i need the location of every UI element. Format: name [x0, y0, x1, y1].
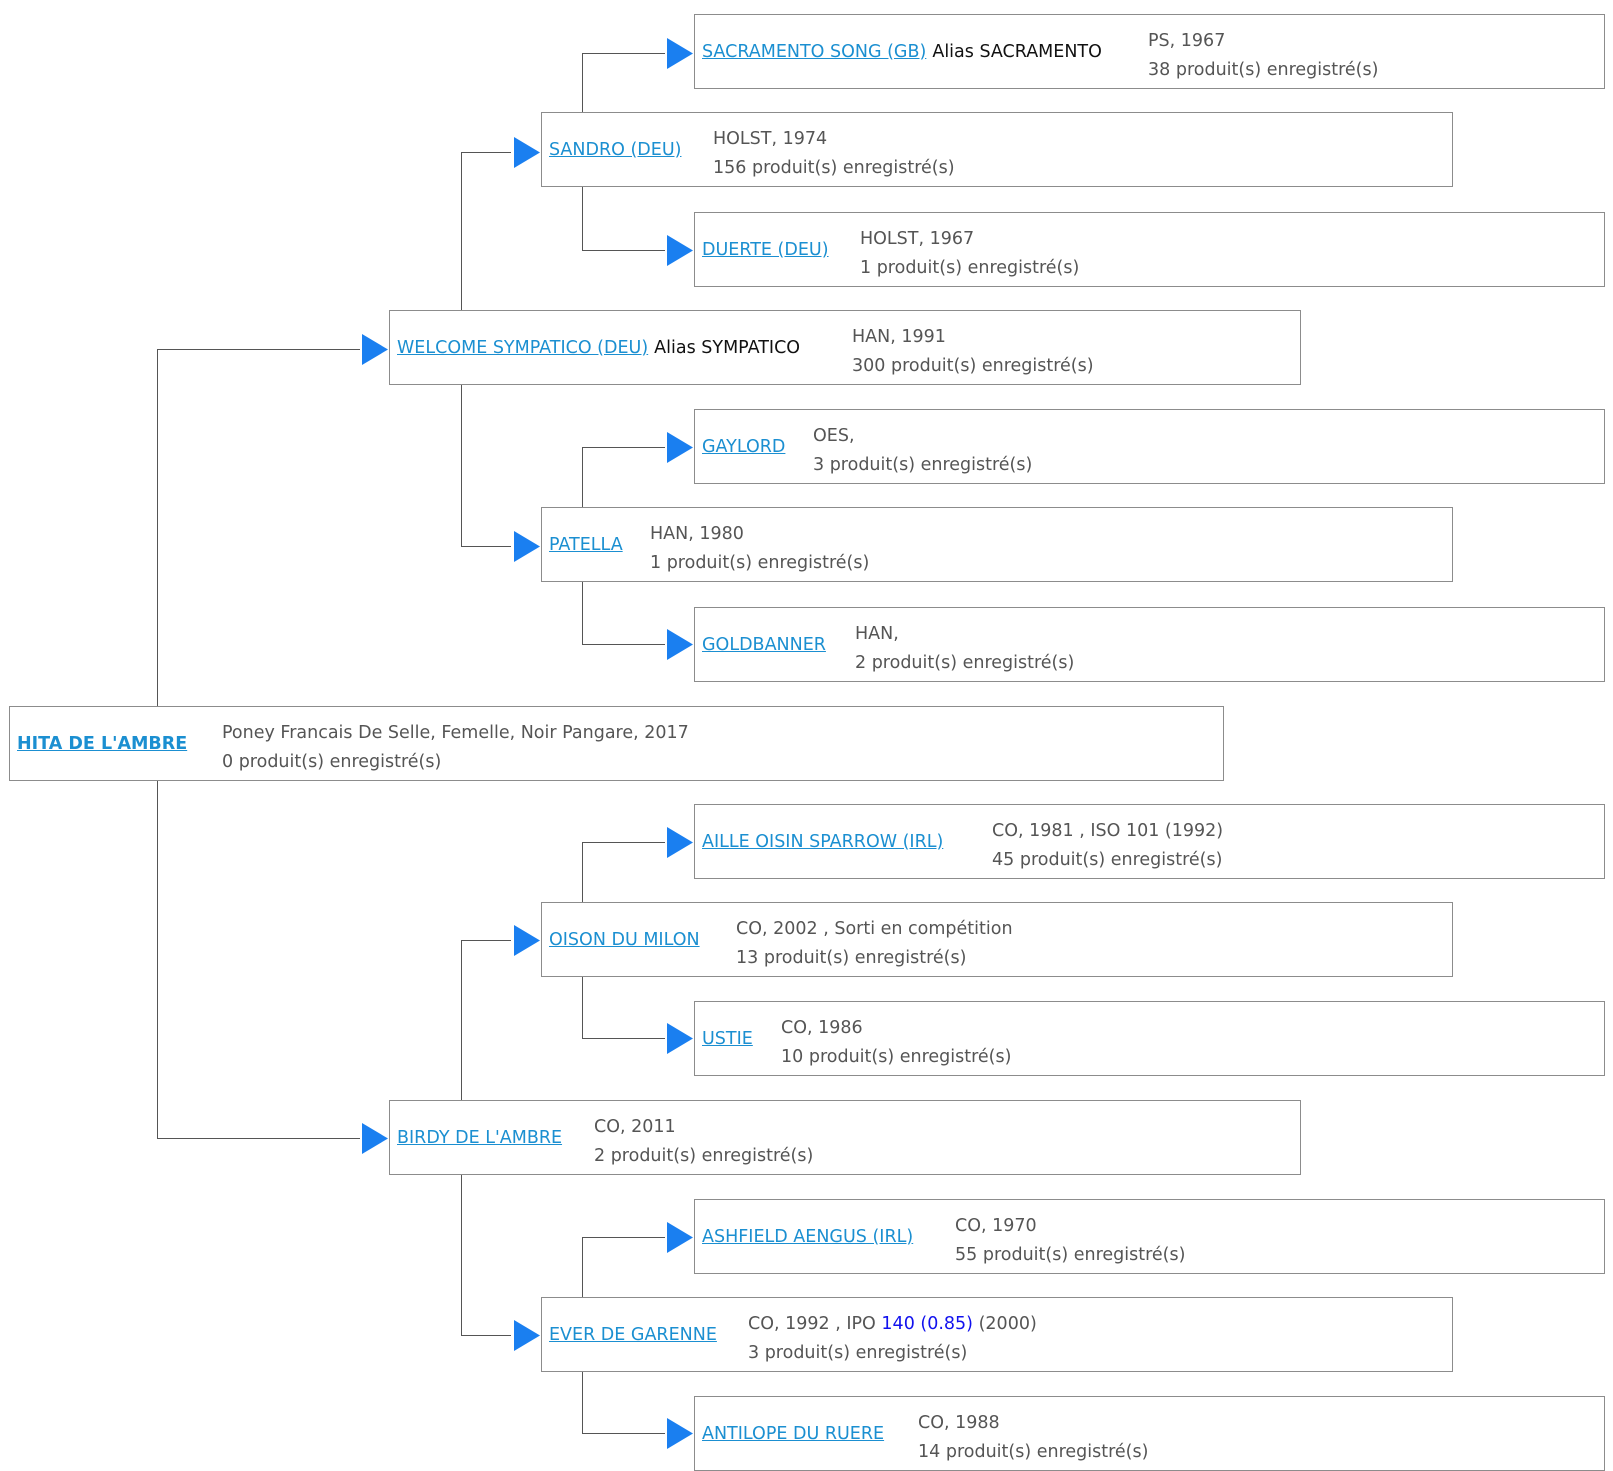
dam-sire-dam-card: USTIE CO, 1986 10 produit(s) enregistré(… [694, 1001, 1605, 1076]
sire-sire-sire-details: PS, 1967 [1148, 31, 1226, 51]
connector-sire-sire [461, 152, 511, 310]
horse-products: 0 produit(s) enregistré(s) [222, 752, 442, 772]
sire-card: WELCOME SYMPATICO (DEU)Alias SYMPATICO H… [389, 310, 1301, 385]
sire-dam-sire-products: 3 produit(s) enregistré(s) [813, 455, 1033, 475]
dam-dam-index-value: 140 (0.85) [881, 1314, 974, 1334]
dam-products: 2 produit(s) enregistré(s) [594, 1146, 814, 1166]
dam-details: CO, 2011 [594, 1117, 676, 1137]
dam-dam-sire-name-link[interactable]: ASHFIELD AENGUS (IRL) [702, 1226, 914, 1247]
dam-dam-details-prefix: CO, 1992 , IPO [748, 1314, 876, 1334]
dam-dam-dam-products: 14 produit(s) enregistré(s) [918, 1442, 1149, 1462]
arrow-patella-dam-icon [667, 629, 693, 660]
sire-sire-name-link[interactable]: SANDRO (DEU) [549, 139, 682, 160]
sire-name-link[interactable]: WELCOME SYMPATICO (DEU) [397, 337, 649, 358]
dam-dam-details: CO, 1992 , IPO 140 (0.85) (2000) [748, 1310, 1037, 1339]
arrow-patella-sire-icon [667, 432, 693, 463]
sire-dam-dam-card: GOLDBANNER HAN, 2 produit(s) enregistré(… [694, 607, 1605, 682]
sire-sire-sire-products: 38 produit(s) enregistré(s) [1148, 60, 1379, 80]
arrow-dam-sire-icon [514, 925, 540, 956]
dam-name-link[interactable]: BIRDY DE L'AMBRE [397, 1127, 563, 1148]
sire-sire-sire-name-link[interactable]: SACRAMENTO SONG (GB) [702, 41, 927, 62]
arrow-ever-dam-icon [667, 1418, 693, 1449]
sire-dam-details: HAN, 1980 [650, 524, 744, 544]
sire-dam-name-link[interactable]: PATELLA [549, 534, 623, 555]
dam-sire-details: CO, 2002 , Sorti en compétition [736, 919, 1013, 939]
dam-dam-details-suffix: (2000) [978, 1314, 1037, 1334]
connector-sandro-dam [582, 187, 665, 251]
sire-dam-card: PATELLA HAN, 1980 1 produit(s) enregistr… [541, 507, 1453, 582]
arrow-dam-dam-icon [514, 1320, 540, 1351]
dam-sire-sire-name-link[interactable]: AILLE OISIN SPARROW (IRL) [702, 831, 944, 852]
connector-patella-sire [582, 447, 665, 507]
dam-dam-sire-card: ASHFIELD AENGUS (IRL) CO, 1970 55 produi… [694, 1199, 1605, 1274]
sire-products: 300 produit(s) enregistré(s) [852, 356, 1094, 376]
arrow-dam-icon [362, 1123, 388, 1154]
dam-sire-sire-card: AILLE OISIN SPARROW (IRL) CO, 1981 , ISO… [694, 804, 1605, 879]
connector-patella-dam [582, 582, 665, 645]
dam-sire-dam-name-link[interactable]: USTIE [702, 1028, 753, 1049]
dam-dam-dam-details: CO, 1988 [918, 1413, 1000, 1433]
dam-card: BIRDY DE L'AMBRE CO, 2011 2 produit(s) e… [389, 1100, 1301, 1175]
sire-dam-sire-details: OES, [813, 426, 855, 446]
arrow-oison-dam-icon [667, 1023, 693, 1054]
sire-dam-dam-products: 2 produit(s) enregistré(s) [855, 653, 1075, 673]
sire-sire-card: SANDRO (DEU) HOLST, 1974 156 produit(s) … [541, 112, 1453, 187]
sire-sire-products: 156 produit(s) enregistré(s) [713, 158, 955, 178]
sire-details: HAN, 1991 [852, 327, 946, 347]
arrow-oison-sire-icon [667, 827, 693, 858]
dam-dam-products: 3 produit(s) enregistré(s) [748, 1343, 968, 1363]
dam-dam-sire-products: 55 produit(s) enregistré(s) [955, 1245, 1186, 1265]
connector-root-sire [157, 349, 360, 706]
dam-sire-dam-details: CO, 1986 [781, 1018, 863, 1038]
sire-sire-sire-alias: Alias SACRAMENTO [932, 41, 1102, 62]
sire-alias: Alias SYMPATICO [654, 337, 801, 358]
dam-dam-name-link[interactable]: EVER DE GARENNE [549, 1324, 717, 1345]
sire-dam-dam-details: HAN, [855, 624, 899, 644]
connector-dam-dam [461, 1175, 511, 1336]
connector-sire-dam [461, 385, 511, 547]
connector-ever-sire [582, 1237, 665, 1297]
connector-oison-dam [582, 977, 665, 1039]
connector-sandro-sire [582, 53, 665, 112]
horse-details: Poney Francais De Selle, Femelle, Noir P… [222, 723, 689, 743]
dam-dam-dam-name-link[interactable]: ANTILOPE DU RUERE [702, 1423, 885, 1444]
dam-dam-dam-card: ANTILOPE DU RUERE CO, 1988 14 produit(s)… [694, 1396, 1605, 1471]
arrow-sire-dam-icon [514, 531, 540, 562]
dam-sire-dam-products: 10 produit(s) enregistré(s) [781, 1047, 1012, 1067]
horse-card: HITA DE L'AMBRE Poney Francais De Selle,… [9, 706, 1224, 781]
horse-name-link[interactable]: HITA DE L'AMBRE [17, 733, 188, 754]
sire-dam-sire-card: GAYLORD OES, 3 produit(s) enregistré(s) [694, 409, 1605, 484]
arrow-sire-sire-icon [514, 137, 540, 168]
sire-dam-products: 1 produit(s) enregistré(s) [650, 553, 870, 573]
sire-sire-dam-details: HOLST, 1967 [860, 229, 975, 249]
dam-sire-sire-products: 45 produit(s) enregistré(s) [992, 850, 1223, 870]
sire-sire-details: HOLST, 1974 [713, 129, 828, 149]
sire-sire-dam-products: 1 produit(s) enregistré(s) [860, 258, 1080, 278]
connector-root-dam [157, 781, 360, 1139]
dam-dam-sire-details: CO, 1970 [955, 1216, 1037, 1236]
sire-sire-dam-name-link[interactable]: DUERTE (DEU) [702, 239, 829, 260]
dam-sire-products: 13 produit(s) enregistré(s) [736, 948, 967, 968]
dam-dam-card: EVER DE GARENNE CO, 1992 , IPO 140 (0.85… [541, 1297, 1453, 1372]
arrow-ever-sire-icon [667, 1222, 693, 1253]
sire-sire-sire-card: SACRAMENTO SONG (GB)Alias SACRAMENTO PS,… [694, 14, 1605, 89]
connector-dam-sire [461, 940, 511, 1100]
sire-sire-dam-card: DUERTE (DEU) HOLST, 1967 1 produit(s) en… [694, 212, 1605, 287]
sire-dam-sire-name-link[interactable]: GAYLORD [702, 436, 786, 457]
connector-ever-dam [582, 1372, 665, 1434]
arrow-sandro-sire-icon [667, 38, 693, 69]
arrow-sire-icon [362, 334, 388, 365]
dam-sire-name-link[interactable]: OISON DU MILON [549, 929, 700, 950]
dam-sire-sire-details: CO, 1981 , ISO 101 (1992) [992, 821, 1224, 841]
dam-sire-card: OISON DU MILON CO, 2002 , Sorti en compé… [541, 902, 1453, 977]
arrow-sandro-dam-icon [667, 235, 693, 266]
sire-dam-dam-name-link[interactable]: GOLDBANNER [702, 634, 826, 655]
connector-oison-sire [582, 842, 665, 902]
